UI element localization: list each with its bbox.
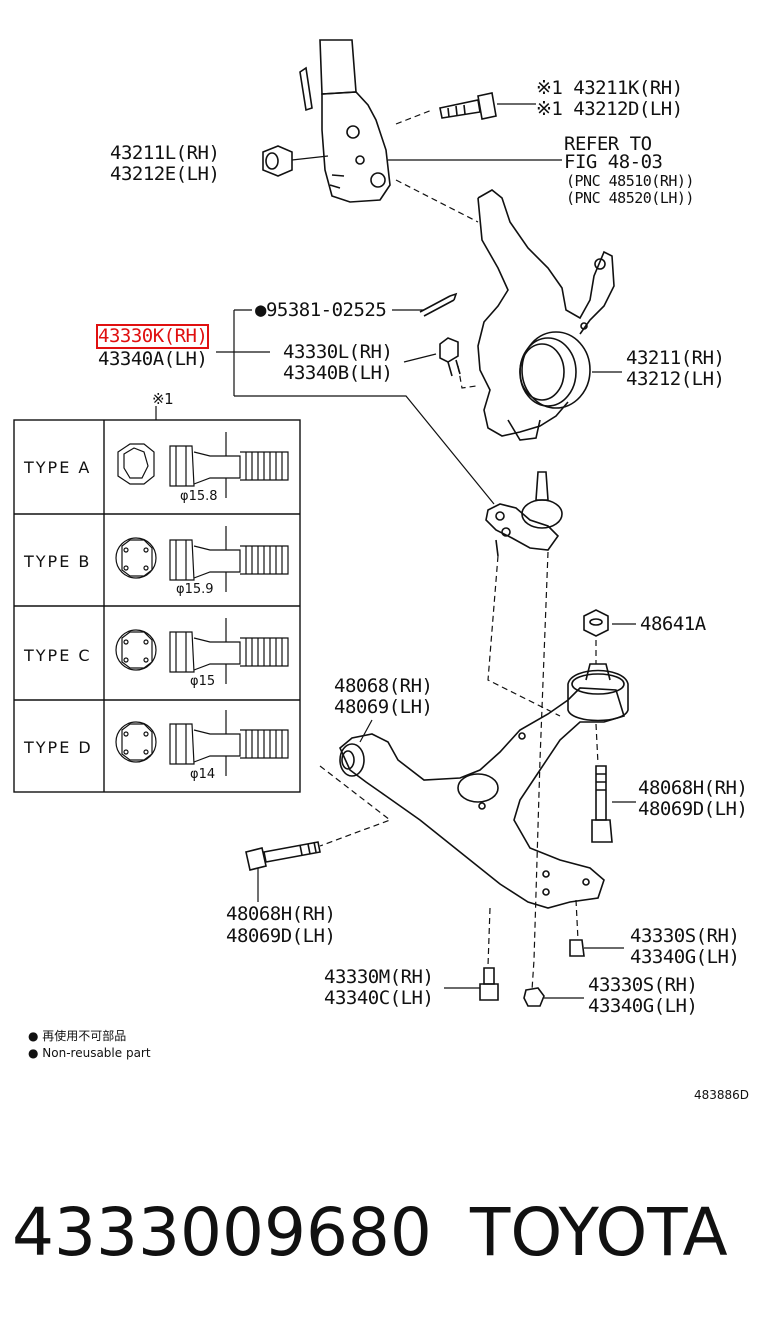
label-95381-02525: ●95381-02525: [255, 299, 387, 321]
legend-non-reusable-en: ● Non-reusable part: [28, 1046, 151, 1060]
label-43340C: 43340C(LH): [324, 987, 434, 1009]
label-43211L: 43211L(RH): [110, 142, 220, 164]
label-43340G-2: 43340G(LH): [588, 995, 698, 1017]
knuckle-bolt-drawing: [439, 337, 461, 377]
label-note-1: ※1: [152, 390, 174, 408]
label-48068H-left: 48068H(RH): [226, 903, 336, 925]
lower-arm-bolts-drawing: [479, 939, 585, 1007]
label-48641A: 48641A: [640, 613, 706, 635]
leader-lines: [155, 103, 636, 999]
label-refer-to: REFER TO: [564, 133, 652, 155]
steering-knuckle-drawing: [477, 189, 615, 441]
label-48069: 48069(LH): [334, 696, 433, 718]
strut-assembly-drawing: [299, 39, 391, 203]
rear-bushing-bolt-drawing: [591, 765, 613, 843]
type-c-diameter: φ15: [190, 674, 216, 689]
strut-bolt-drawing: [439, 92, 497, 120]
label-43211: 43211(RH): [626, 347, 725, 369]
label-43211K: ※1 43211K(RH): [536, 77, 683, 99]
label-43212D: ※1 43212D(LH): [536, 98, 683, 120]
dashed-guide-lines: [319, 109, 599, 991]
hub-bolt-drawings: [115, 432, 289, 776]
type-d-diameter: φ14: [190, 767, 216, 782]
footer-brand: TOYOTA: [470, 1194, 728, 1271]
type-a-diameter: φ15.8: [180, 489, 218, 504]
label-43330S-1: 43330S(RH): [630, 925, 740, 947]
label-48069D-right: 48069D(LH): [638, 798, 748, 820]
label-fig-48-03: FIG 48-03: [564, 151, 663, 173]
footer-part-number: 4333009680: [12, 1194, 432, 1271]
label-48068H-right: 48068H(RH): [638, 777, 748, 799]
drawing-code: 483886D: [694, 1088, 750, 1102]
type-b-diameter: φ15.9: [176, 582, 214, 597]
label-48068: 48068(RH): [334, 675, 433, 697]
label-43340B: 43340B(LH): [283, 362, 393, 384]
bolt-type-table: [13, 419, 301, 793]
ball-joint-drawing: [485, 471, 563, 557]
label-pnc-48520: (PNC 48520(LH)): [566, 189, 694, 207]
label-43340G-1: 43340G(LH): [630, 946, 740, 968]
type-d-label: TYPE D: [24, 738, 93, 757]
type-b-label: TYPE B: [24, 552, 92, 571]
label-48069D-left: 48069D(LH): [226, 925, 336, 947]
label-43212E: 43212E(LH): [110, 163, 220, 185]
label-43330K-highlighted[interactable]: 43330K(RH): [95, 324, 210, 349]
ball-joint-nut-drawing: [583, 609, 609, 637]
front-bushing-bolt-drawing: [245, 841, 321, 871]
type-c-label: TYPE C: [24, 646, 92, 665]
cotter-pin-drawing: [419, 292, 458, 317]
label-pnc-48510: (PNC 48510(RH)): [566, 172, 694, 190]
label-43330S-2: 43330S(RH): [588, 974, 698, 996]
lower-control-arm-drawing: [339, 663, 629, 909]
label-43330L: 43330L(RH): [283, 341, 393, 363]
label-43340A: 43340A(LH): [98, 348, 208, 370]
type-a-label: TYPE A: [24, 458, 92, 477]
legend-non-reusable-cn: ● 再使用不可部品: [28, 1029, 127, 1043]
strut-nut-drawing: [262, 145, 293, 177]
label-43330M: 43330M(RH): [324, 966, 434, 988]
label-43212: 43212(LH): [626, 368, 725, 390]
